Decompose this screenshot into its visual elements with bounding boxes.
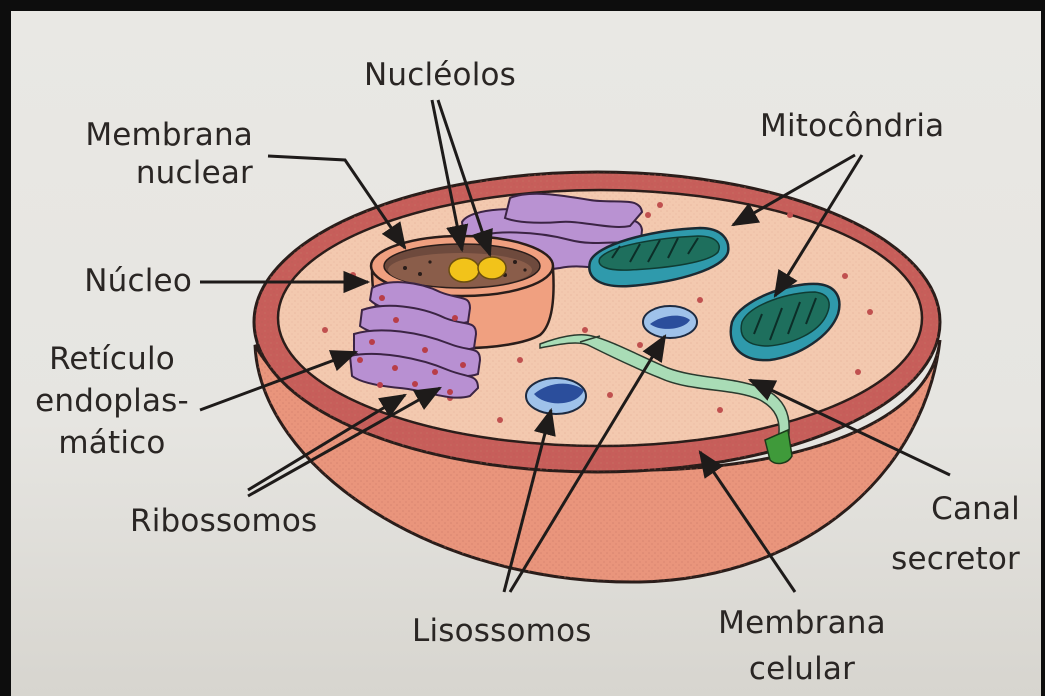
label-canal-secretor: Canal secretor	[860, 484, 1020, 584]
label-mitocondria: Mitocôndria	[760, 107, 944, 145]
label-membrana-celular: Membrana celular	[692, 600, 912, 692]
label-nucleolos: Nucléolos	[345, 56, 535, 94]
label-nucleo: Núcleo	[40, 262, 192, 300]
lysosome-2	[526, 378, 586, 414]
label-reticulo: Retículo endoplas- mático	[22, 338, 202, 464]
reticulum-front	[350, 282, 480, 397]
label-membrana-nuclear: Membrana nuclear	[48, 116, 253, 192]
label-ribossomos: Ribossomos	[130, 502, 317, 540]
label-lisossomos: Lisossomos	[412, 612, 592, 650]
lysosome-1	[643, 306, 697, 338]
